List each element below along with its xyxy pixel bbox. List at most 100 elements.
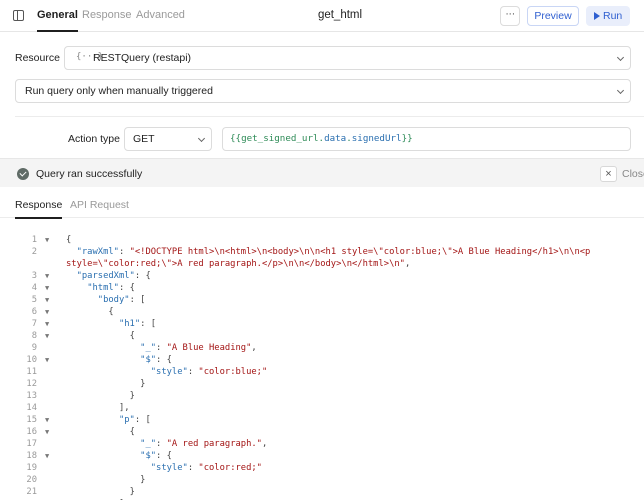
line-number: 19	[26, 463, 37, 473]
code-line: 17 "_": "A red paragraph.",	[0, 438, 644, 450]
action-type-label: Action type	[68, 133, 120, 145]
json-string: "color:blue;"	[198, 367, 268, 377]
code-line: 13 }	[0, 390, 644, 402]
json-punctuation: :	[118, 283, 130, 293]
code-line: 1▼{	[0, 234, 644, 246]
tab-response[interactable]: Response	[82, 9, 132, 21]
json-punctuation: [	[145, 415, 151, 425]
code-line: 5▼ "body": [	[0, 294, 644, 306]
fold-toggle-icon[interactable]: ▼	[45, 296, 50, 304]
status-message: Query ran successfully	[36, 168, 143, 180]
line-number: 2	[31, 247, 37, 257]
fold-toggle-icon[interactable]: ▼	[45, 428, 50, 436]
fold-toggle-icon[interactable]: ▼	[45, 356, 50, 364]
json-punctuation	[66, 475, 140, 485]
code-line: 15▼ "p": [	[0, 414, 644, 426]
url-key-signed-url: signedUrl	[351, 133, 402, 144]
url-input[interactable]: {{get_signed_url.data.signedUrl}}	[222, 127, 631, 151]
close-button-label[interactable]: Close	[622, 168, 644, 180]
json-punctuation: {	[108, 307, 114, 317]
json-punctuation: :	[156, 355, 167, 365]
line-number: 20	[26, 475, 37, 485]
code-content: style=\"color:red;\">A red paragraph.</p…	[66, 258, 410, 270]
resource-value: RESTQuery (restapi)	[93, 52, 192, 64]
fold-toggle-icon[interactable]: ▼	[45, 332, 50, 340]
run-button-label: Run	[603, 10, 623, 22]
fold-toggle-icon[interactable]: ▼	[45, 320, 50, 328]
json-key: "h1"	[118, 319, 141, 329]
fold-toggle-icon[interactable]: ▼	[45, 272, 50, 280]
sidebar-toggle-icon[interactable]	[13, 10, 24, 21]
url-key-data: data	[324, 133, 347, 144]
action-section: Action type GET {{get_signed_url.data.si…	[15, 116, 644, 156]
code-line: 18▼ "$": {	[0, 450, 644, 462]
json-punctuation: ,	[261, 439, 268, 449]
preview-button[interactable]: Preview	[527, 6, 579, 26]
line-number: 4	[31, 283, 37, 293]
close-icon[interactable]: ×	[600, 166, 617, 182]
more-options-button[interactable]: ···	[500, 6, 520, 26]
json-punctuation	[66, 451, 140, 461]
line-number: 10	[26, 355, 37, 365]
code-line: 8▼ {	[0, 330, 644, 342]
run-button[interactable]: Run	[586, 6, 630, 26]
chevron-down-icon	[616, 53, 625, 62]
json-punctuation: {	[129, 283, 135, 293]
code-content: "style": "color:blue;"	[66, 366, 268, 378]
code-line: 4 ▼ "html": {	[0, 282, 644, 294]
fold-toggle-icon[interactable]: ▼	[45, 284, 50, 292]
tab-response-body[interactable]: Response	[15, 199, 63, 219]
json-punctuation: {	[166, 451, 172, 461]
query-status-bar: Query ran successfully × Close	[0, 158, 644, 187]
line-number: 21	[26, 487, 37, 497]
query-name[interactable]: get_html	[317, 9, 363, 21]
code-content: }	[66, 390, 135, 402]
line-number: 11	[26, 367, 37, 377]
line-number: 8	[31, 331, 37, 341]
chevron-down-icon	[197, 134, 206, 143]
url-open-braces: {{	[230, 133, 242, 144]
code-content: "_": "A red paragraph.",	[66, 438, 267, 450]
fold-toggle-icon[interactable]: ▼	[45, 236, 50, 244]
json-string: style=\"color:red;\">A red paragraph.</p…	[66, 259, 405, 269]
code-content: }	[66, 378, 145, 390]
code-line: style=\"color:red;\">A red paragraph.</p…	[0, 258, 644, 270]
json-key: "body"	[97, 295, 130, 305]
line-number: 1	[31, 235, 37, 245]
code-line: 6▼ {	[0, 306, 644, 318]
json-punctuation	[66, 487, 130, 497]
run-trigger-select[interactable]: Run query only when manually triggered	[15, 79, 631, 103]
json-key: "_"	[140, 439, 157, 449]
code-content: "style": "color:red;"	[66, 462, 262, 474]
code-content: "$": {	[66, 354, 172, 366]
code-content: "_": "A Blue Heading",	[66, 342, 257, 354]
code-content: }	[66, 474, 145, 486]
code-content: "parsedXml": {	[66, 270, 151, 282]
json-punctuation: [	[150, 319, 157, 329]
tab-advanced[interactable]: Advanced	[136, 9, 185, 21]
json-key: "style"	[150, 463, 188, 473]
json-key: "html"	[87, 283, 119, 293]
json-string: "<!DOCTYPE html>\n<html>\n<body>\n\n<h1 …	[129, 247, 591, 257]
json-key: "p"	[118, 415, 135, 425]
code-content: "h1": [	[66, 318, 156, 330]
run-trigger-value: Run query only when manually triggered	[25, 85, 213, 97]
json-key: "$"	[140, 355, 157, 365]
code-line: 16▼ {	[0, 426, 644, 438]
json-punctuation	[66, 307, 108, 317]
resource-select[interactable]: {···} RESTQuery (restapi)	[64, 46, 631, 70]
line-number: 9	[31, 343, 37, 353]
check-circle-icon	[17, 168, 29, 180]
json-punctuation	[66, 391, 130, 401]
json-punctuation	[66, 283, 87, 293]
json-punctuation: :	[118, 247, 130, 257]
fold-toggle-icon[interactable]: ▼	[45, 452, 50, 460]
http-method-select[interactable]: GET	[124, 127, 212, 151]
code-content: "html": {	[66, 282, 135, 294]
fold-toggle-icon[interactable]: ▼	[45, 416, 50, 424]
url-close-braces: }}	[401, 133, 413, 144]
tab-api-request[interactable]: API Request	[70, 199, 129, 211]
json-response-viewer[interactable]: 1▼{2 "rawXml": "<!DOCTYPE html>\n<html>\…	[0, 234, 644, 500]
tab-general[interactable]: General	[37, 9, 78, 32]
fold-toggle-icon[interactable]: ▼	[45, 308, 50, 316]
